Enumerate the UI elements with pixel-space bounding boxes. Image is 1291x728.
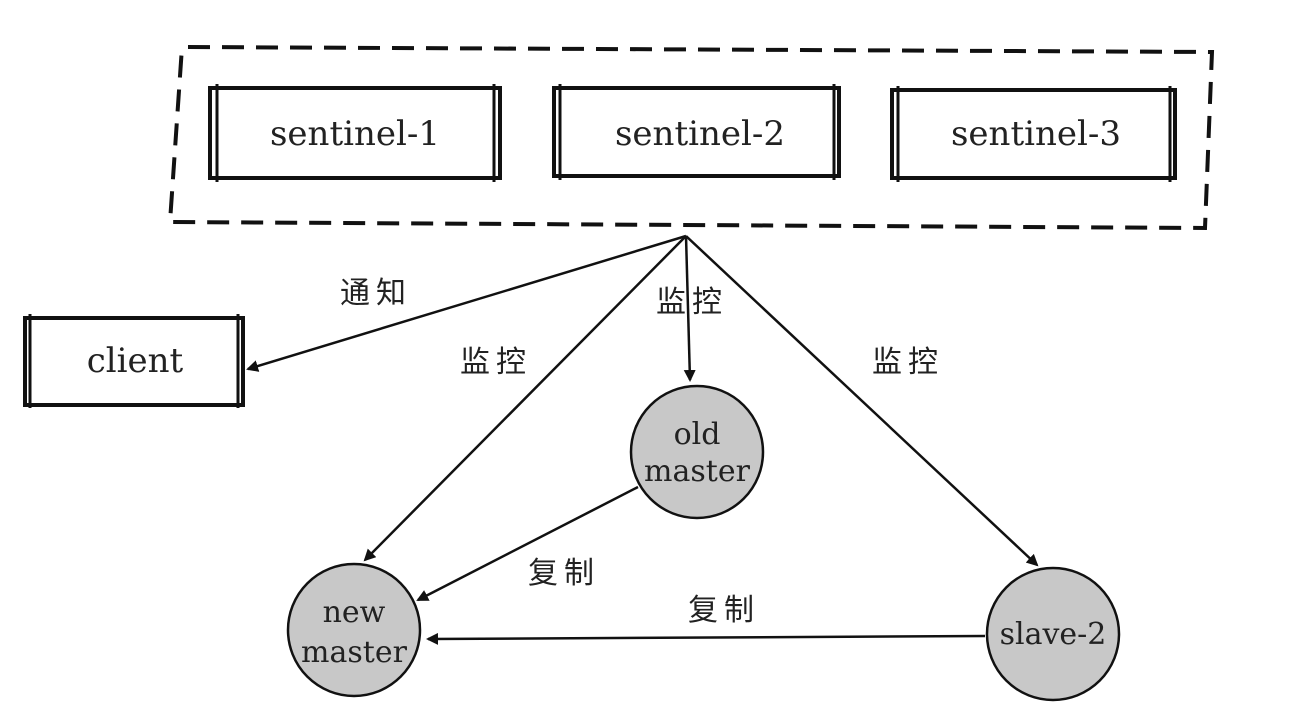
sentinel-1-box: sentinel-1 [208, 84, 502, 182]
sentinel-1-label: sentinel-1 [270, 114, 440, 154]
sentinel-3-label: sentinel-3 [951, 114, 1121, 154]
sentinel-2-box: sentinel-2 [552, 84, 841, 180]
monitor-new-label: 监控 [460, 345, 532, 380]
slave-2-label: slave-2 [1000, 617, 1107, 652]
monitor-old-label: 监控 [656, 285, 728, 320]
old-master-node: old master [629, 384, 765, 520]
new-master-label-line1: new [323, 595, 386, 630]
notify-client-arrow [246, 234, 687, 372]
monitor-slave-2-arrow [685, 235, 1039, 567]
replicate-slave-to-new-arrow [426, 632, 986, 645]
slave-2-node: slave-2 [985, 566, 1121, 702]
new-master-node: new master [286, 562, 422, 698]
old-master-label-line2: master [644, 454, 751, 489]
replicate-old-label: 复制 [528, 556, 600, 591]
client-label: client [87, 341, 184, 381]
monitor-new-master-arrow [363, 235, 687, 562]
replicate-old-to-new-arrow [416, 485, 639, 602]
monitor-slave-label: 监控 [872, 345, 944, 380]
replicate-slave-label: 复制 [688, 593, 760, 628]
monitor-old-master-arrow [683, 235, 696, 382]
sentinel-group-border [167, 45, 1215, 231]
old-master-label-line1: old [674, 417, 721, 452]
sentinel-3-box: sentinel-3 [890, 86, 1177, 182]
notify-label: 通知 [340, 276, 412, 311]
sentinel-2-label: sentinel-2 [615, 114, 785, 154]
client-box: client [23, 314, 245, 408]
new-master-label-line2: master [301, 635, 408, 670]
